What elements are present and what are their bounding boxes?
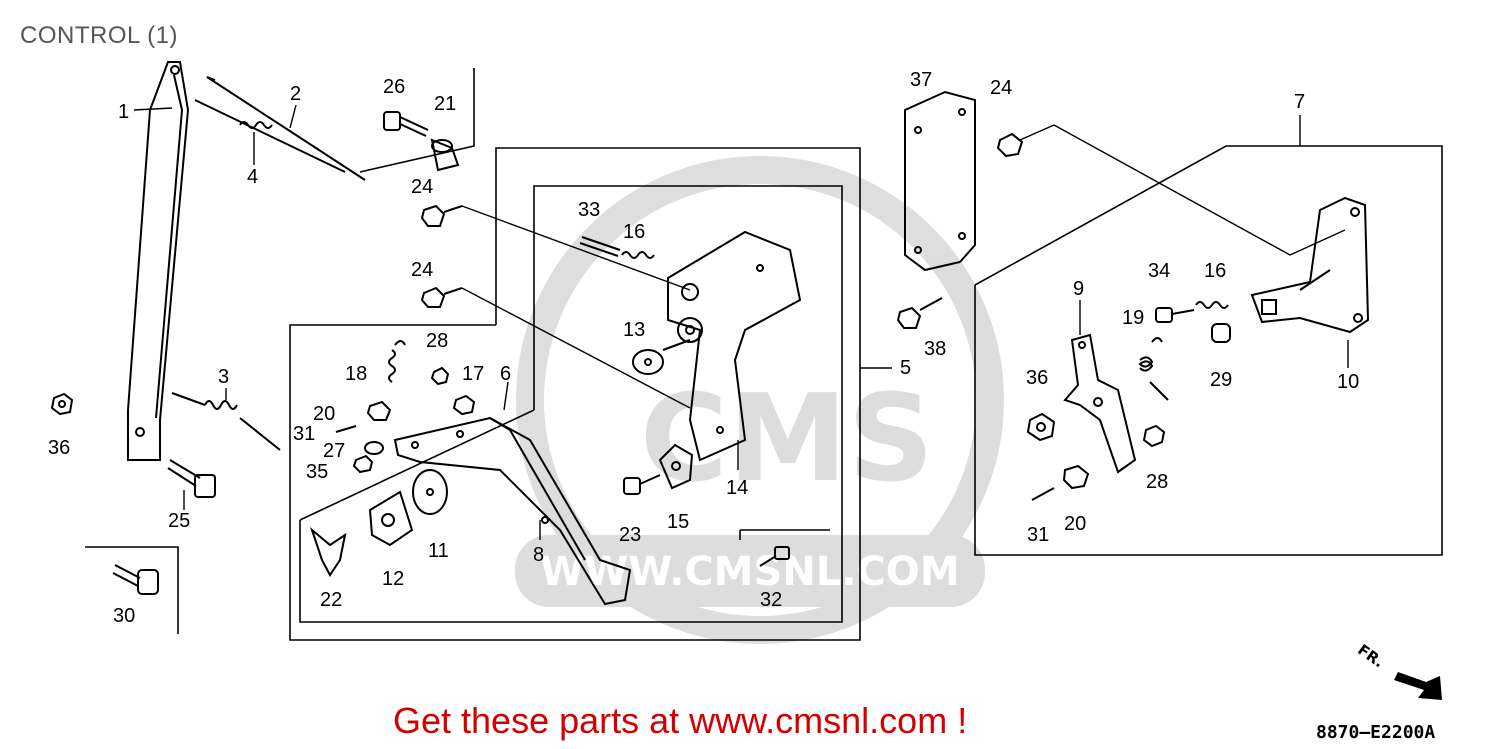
- callout-3: 3: [218, 366, 229, 388]
- part-11-plate: [412, 469, 448, 515]
- callout-10: 10: [1337, 371, 1359, 393]
- callout-33: 33: [578, 199, 600, 221]
- callout-26: 26: [383, 76, 405, 98]
- diagram-code: 8870—E2200A: [1316, 722, 1436, 743]
- part-3-spring: [171, 392, 281, 451]
- part-20-nut-right: [1062, 464, 1090, 490]
- part-14-bracket: [667, 230, 802, 462]
- callout-17: 17: [462, 363, 484, 385]
- part-13-washer: [632, 339, 691, 375]
- callout-27: 27: [323, 440, 345, 462]
- watermark-url: WWW.CMSNL.COM: [540, 549, 960, 595]
- callout-4: 4: [247, 166, 258, 188]
- callout-31-left: 31: [293, 423, 315, 445]
- part-31-screw-left: [335, 425, 357, 433]
- part-21-collar: [430, 138, 460, 172]
- callout-28-right: 28: [1146, 471, 1168, 493]
- part-36-nut-right: [1026, 412, 1056, 442]
- callout-30: 30: [113, 605, 135, 627]
- part-16-spring-left: [621, 251, 655, 259]
- callout-36-right: 36: [1026, 367, 1048, 389]
- callout-24-c: 24: [990, 77, 1012, 99]
- part-20-nut-left: [366, 400, 392, 421]
- footer-link-text[interactable]: Get these parts at www.cmsnl.com !: [393, 700, 968, 741]
- part-38-bolt: [896, 297, 943, 329]
- part-17-bolt: [452, 394, 476, 416]
- callout-1: 1: [118, 101, 129, 123]
- callout-20-left: 20: [313, 403, 335, 425]
- callout-9: 9: [1073, 278, 1084, 300]
- callout-7: 7: [1294, 91, 1305, 113]
- callout-11: 11: [428, 540, 449, 562]
- callout-34: 34: [1148, 260, 1170, 282]
- part-19-spring: [1138, 337, 1169, 401]
- part-34-screw: [1155, 307, 1195, 323]
- part-8-lever-arm: [393, 416, 632, 606]
- front-arrow: [1394, 672, 1442, 700]
- part-32-screw: [759, 546, 790, 567]
- part-16-spring-right: [1195, 301, 1229, 309]
- callout-37: 37: [910, 69, 932, 91]
- callout-21: 21: [434, 93, 456, 115]
- callout-16-right: 16: [1204, 260, 1226, 282]
- part-2-rod: [194, 76, 366, 181]
- callout-32: 32: [760, 589, 782, 611]
- callout-25: 25: [168, 510, 190, 532]
- callout-ticks: [133, 104, 1349, 540]
- callout-35: 35: [306, 461, 328, 483]
- callout-2: 2: [290, 83, 301, 105]
- part-36-nut-left: [50, 392, 74, 416]
- callout-36-left: 36: [48, 437, 70, 459]
- callout-23: 23: [619, 524, 641, 546]
- assembly-frames: [85, 68, 1443, 641]
- callout-18: 18: [345, 363, 367, 385]
- part-33-screw: [579, 236, 621, 257]
- callout-8: 8: [533, 544, 544, 566]
- callout-15: 15: [667, 511, 689, 533]
- part-10-plate: [1250, 196, 1370, 334]
- part-18-spring: [388, 340, 406, 383]
- part-25-bolt: [167, 459, 216, 498]
- part-30-bolt: [112, 564, 159, 595]
- part-31-screw-right: [1031, 487, 1055, 501]
- callout-22: 22: [320, 589, 342, 611]
- part-29-collar: [1211, 323, 1231, 343]
- part-12-cam: [368, 490, 414, 547]
- part-24-bolt-b: [420, 286, 463, 308]
- part-35-nut: [352, 454, 374, 474]
- callout-labels: 1 2 3 4 5 6 7 8 9 10 11 12 13 14 15 16 1…: [48, 69, 1359, 627]
- callout-20-right: 20: [1064, 513, 1086, 535]
- part-23-bolt: [623, 474, 661, 495]
- part-24-bolt-a: [420, 204, 463, 227]
- part-1-control-rod: [127, 61, 190, 461]
- callout-31-right: 31: [1027, 524, 1049, 546]
- callout-24-b: 24: [411, 259, 433, 281]
- callout-29: 29: [1210, 369, 1232, 391]
- callout-16-left: 16: [623, 221, 645, 243]
- part-22-wing-nut: [309, 526, 347, 577]
- part-28-nut-left: [430, 366, 450, 386]
- part-27-washer: [364, 441, 384, 455]
- callout-5: 5: [900, 357, 911, 379]
- callout-28-left: 28: [426, 330, 448, 352]
- part-15-clip: [658, 443, 694, 490]
- watermark: CMS WWW.CMSNL.COM: [515, 156, 1004, 644]
- part-37-cover: [904, 90, 976, 272]
- callout-14: 14: [726, 477, 748, 499]
- part-28-nut-right: [1142, 424, 1166, 448]
- watermark-logo: CMS: [640, 370, 934, 509]
- part-26-bolt: [383, 111, 429, 137]
- leader-lines: [461, 124, 1346, 409]
- callout-13: 13: [623, 319, 645, 341]
- callout-19: 19: [1122, 307, 1144, 329]
- page-title: CONTROL (1): [20, 22, 178, 49]
- callout-24-a: 24: [411, 176, 433, 198]
- callout-6: 6: [500, 363, 511, 385]
- callout-12: 12: [382, 568, 404, 590]
- part-4-spring: [239, 121, 273, 129]
- callout-38: 38: [924, 338, 946, 360]
- part-9-lever: [1063, 333, 1137, 474]
- part-24-bolt-c: [996, 132, 1024, 158]
